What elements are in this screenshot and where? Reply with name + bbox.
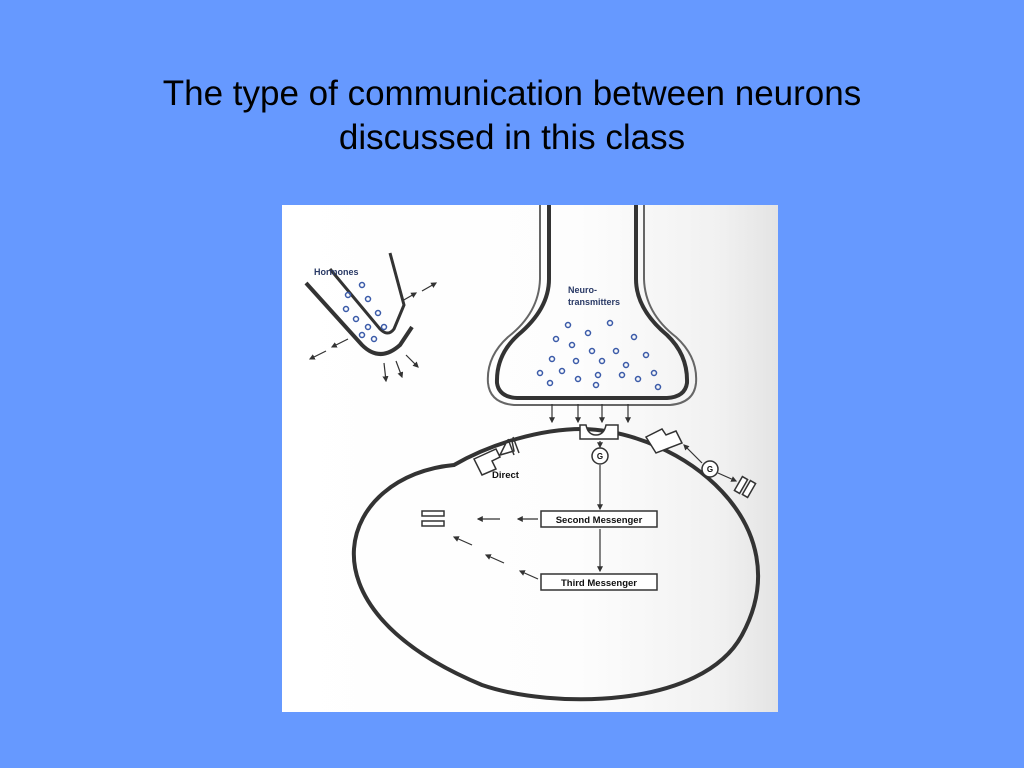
secondary-receptor — [644, 428, 684, 454]
hormone-gland — [304, 252, 414, 356]
slide-title-line-2: discussed in this class — [338, 118, 686, 157]
postsynaptic-cell-membrane — [352, 426, 760, 702]
hormone-diffusion-arrows — [308, 282, 438, 383]
g-protein-center: G — [591, 447, 609, 465]
direct-label: Direct — [492, 470, 520, 481]
release-arrows — [549, 404, 631, 424]
third-messenger-box: Third Messenger — [540, 573, 658, 591]
slide-title: The type of communication between neuron… — [0, 72, 1024, 160]
second-messenger-box: Second Messenger — [540, 510, 658, 528]
second-messenger-label: Second Messenger — [556, 515, 643, 526]
slide-title-line-1: The type of communication between neuron… — [162, 74, 862, 113]
hormones-label: Hormones — [314, 267, 359, 277]
third-messenger-label: Third Messenger — [561, 578, 637, 589]
presynaptic-terminal — [486, 205, 698, 406]
neurotransmitters-label-line-1: Neuro- — [568, 285, 597, 295]
ion-channel-left — [421, 510, 445, 527]
neurotransmitters-label-line-2: transmitters — [568, 297, 620, 307]
neuron-communication-figure: Hormones Neuro- — [282, 205, 778, 712]
g-protein-center-label: G — [597, 452, 603, 461]
ion-channel-right — [733, 475, 757, 499]
metabotropic-receptor — [579, 424, 619, 440]
hormone-dots — [342, 281, 388, 343]
g-protein-right-label: G — [707, 465, 713, 474]
signal-arrows — [452, 441, 738, 580]
neurotransmitter-dots — [536, 319, 662, 391]
neuron-communication-diagram: Hormones Neuro- — [304, 205, 760, 702]
g-protein-right: G — [701, 460, 719, 478]
direct-receptor — [472, 436, 520, 476]
